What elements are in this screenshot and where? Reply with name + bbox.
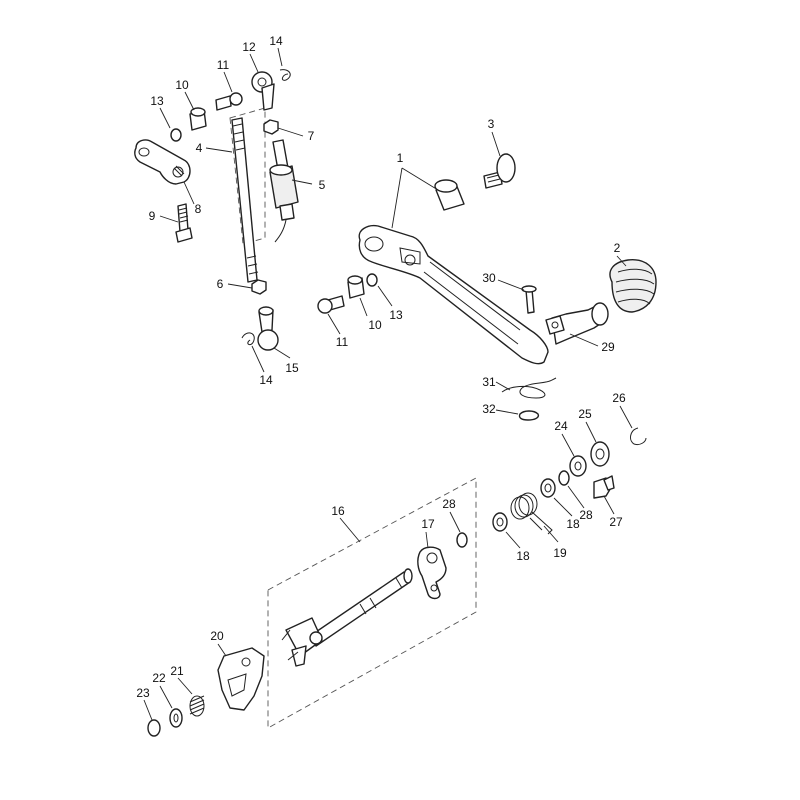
callout-17: 17 [421, 517, 435, 531]
callout-28-left: 28 [442, 497, 456, 511]
link-rod-part [231, 117, 259, 283]
callout-18-lower: 18 [516, 549, 530, 563]
rod-end-part [251, 71, 275, 111]
callout-22: 22 [152, 671, 166, 685]
callout-14-upper: 14 [269, 34, 283, 48]
callout-9: 9 [149, 209, 156, 223]
callout-3: 3 [488, 117, 495, 131]
callout-7: 7 [308, 129, 315, 143]
callout-10-lower: 10 [368, 318, 382, 332]
bolt-part-upper [215, 92, 243, 111]
callout-5: 5 [319, 178, 326, 192]
callout-31: 31 [482, 375, 496, 389]
callout-15: 15 [285, 361, 299, 375]
circlip-part-23 [147, 719, 161, 737]
callout-11-lower: 11 [336, 335, 349, 349]
plate-part-20 [217, 647, 265, 711]
callout-20: 20 [210, 629, 224, 643]
callout-11-upper: 11 [217, 58, 230, 72]
callout-26: 26 [612, 391, 626, 405]
callout-24: 24 [554, 419, 568, 433]
lever-arm-part [134, 139, 191, 185]
washer-part-18-upper [540, 478, 556, 498]
callout-18-upper: 18 [566, 517, 580, 531]
pivot-bolt-part [483, 153, 516, 189]
spring-part-31 [501, 377, 557, 399]
callout-labels: 1 2 3 4 5 6 7 8 9 10 10 11 11 12 13 13 1… [136, 34, 626, 700]
callout-21: 21 [170, 664, 184, 678]
nut-part-6 [251, 279, 267, 295]
selector-shaft-part-16 [281, 568, 413, 667]
pedal-bush-part [434, 179, 465, 211]
callout-13-lower: 13 [389, 308, 403, 322]
bolt-part-lower [317, 295, 345, 314]
rod-end-part-lower [257, 306, 279, 351]
plug-part-27 [593, 475, 615, 499]
pin-part-30 [521, 285, 537, 314]
shift-arm-part-17 [417, 546, 447, 600]
washer-part-24 [569, 455, 587, 477]
oring-part-28-right [558, 470, 570, 486]
bush-part-upper [189, 107, 207, 131]
sensor-part [269, 139, 299, 243]
nut-part-7 [263, 119, 279, 135]
bolt-part-9 [175, 203, 193, 243]
circlip-part-26 [630, 427, 647, 445]
leader-lines [143, 47, 633, 721]
washer-part-22 [169, 708, 183, 728]
callout-23: 23 [136, 686, 150, 700]
callout-27: 27 [609, 515, 623, 529]
washer-part-25 [590, 441, 610, 467]
callout-30: 30 [482, 271, 496, 285]
callout-4: 4 [196, 141, 203, 155]
callout-6: 6 [217, 277, 224, 291]
footpeg-mount-part [545, 302, 609, 345]
callout-12: 12 [242, 40, 256, 54]
callout-28-right: 28 [579, 508, 593, 522]
callout-16: 16 [331, 504, 345, 518]
callout-10-upper: 10 [175, 78, 189, 92]
washer-part-18-lower [492, 512, 508, 532]
circlip-part-32 [518, 410, 540, 421]
callout-13-upper: 13 [150, 94, 164, 108]
washer-part-upper [170, 128, 182, 142]
spring-part-21 [189, 695, 205, 717]
clip-part-upper [279, 69, 291, 81]
callout-19: 19 [553, 546, 567, 560]
callout-1: 1 [397, 151, 404, 165]
oring-part-28-left [456, 532, 468, 548]
callout-8: 8 [195, 202, 202, 216]
washer-part-lower [366, 273, 378, 287]
callout-2: 2 [614, 241, 621, 255]
linkage-group-boundary [229, 107, 266, 245]
callout-29: 29 [601, 340, 615, 354]
gear-pedal-part [358, 224, 549, 365]
shaft-group-boundary [267, 477, 477, 729]
footpeg-rubber-part [609, 259, 657, 313]
bush-part-lower [347, 275, 365, 299]
callout-32: 32 [482, 402, 496, 416]
clip-part-lower [241, 332, 255, 346]
callout-25: 25 [578, 407, 592, 421]
callout-14-lower: 14 [259, 373, 273, 387]
